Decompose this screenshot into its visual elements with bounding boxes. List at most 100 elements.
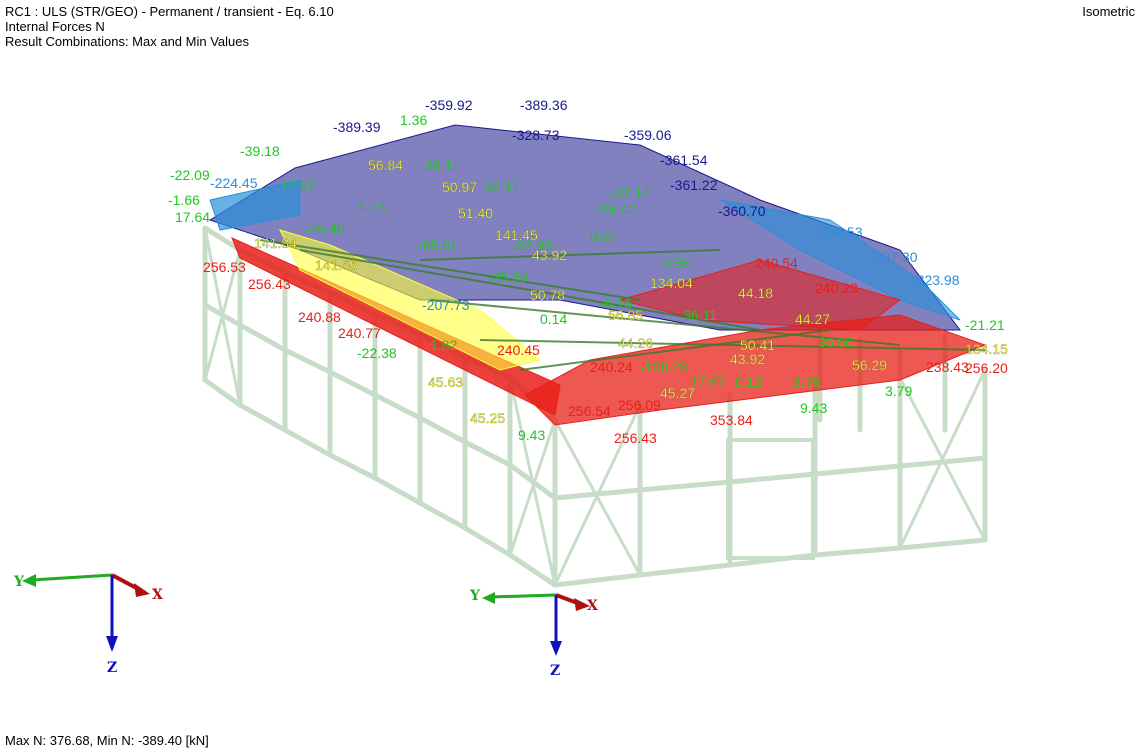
force-value-label: 43.92 bbox=[730, 351, 765, 367]
rafter-compression-diagram bbox=[719, 199, 961, 321]
force-value-label: 44.27 bbox=[795, 311, 830, 327]
force-value-label: -6.16 bbox=[600, 295, 632, 311]
force-value-label: 141.55 bbox=[315, 257, 358, 273]
force-value-label: 238.43 bbox=[926, 359, 969, 375]
force-value-label: -207.73 bbox=[422, 297, 470, 313]
force-value-label: -389.36 bbox=[520, 97, 568, 113]
force-value-label: 134.04 bbox=[650, 275, 693, 291]
force-value-label: -108.78 bbox=[640, 359, 688, 375]
force-value-label: 17.67 bbox=[690, 373, 725, 389]
local-y-axis-label: Y bbox=[469, 588, 481, 604]
force-value-label: -361.22 bbox=[670, 177, 718, 193]
force-value-label: 17.64 bbox=[175, 209, 210, 225]
rafter-compression-diagram bbox=[209, 179, 301, 231]
global-z-axis-label: Z bbox=[107, 660, 117, 676]
force-value-label: 256.09 bbox=[618, 397, 661, 413]
force-value-label: -26.40 bbox=[305, 221, 345, 237]
local-z-axis-label: Z bbox=[550, 663, 560, 679]
force-value-label: -359.92 bbox=[425, 97, 473, 113]
front-girt bbox=[202, 302, 558, 501]
force-value-label: 3.79 bbox=[885, 383, 912, 399]
force-value-label: -22.09 bbox=[170, 167, 210, 183]
frame-bracing bbox=[508, 376, 557, 587]
force-value-label: 45.27 bbox=[660, 385, 695, 401]
force-value-label: 1.36 bbox=[400, 112, 427, 128]
truss-member bbox=[479, 339, 986, 351]
force-value-label: 3.79 bbox=[793, 374, 820, 390]
view-mode-label: Isometric bbox=[1082, 4, 1135, 19]
force-value-label: 36.66 bbox=[818, 334, 853, 350]
force-value-label: 0.14 bbox=[540, 311, 567, 327]
force-value-label: 240.45 bbox=[497, 342, 540, 358]
global-axis-triad: Y X Z bbox=[13, 573, 163, 676]
force-value-label: -21.21 bbox=[965, 317, 1005, 333]
force-value-label: 51.40 bbox=[458, 205, 493, 221]
frame-bracing bbox=[898, 368, 987, 550]
force-value-label: 256.43 bbox=[614, 430, 657, 446]
global-y-axis-label: Y bbox=[13, 574, 25, 590]
force-value-label: 240.24 bbox=[590, 359, 633, 375]
truss-member bbox=[299, 249, 761, 331]
global-x-axis-label: X bbox=[152, 587, 163, 603]
force-value-label: 44.26 bbox=[618, 335, 653, 351]
force-value-label: 376.68 bbox=[0, 0, 43, 3]
force-value-label: 0.56 bbox=[662, 255, 689, 271]
force-value-label: -1.66 bbox=[168, 192, 200, 208]
force-value-label: -207.30 bbox=[870, 249, 918, 265]
gable-base-beam bbox=[552, 537, 988, 588]
force-value-label: 44.18 bbox=[738, 285, 773, 301]
force-value-label: 240.77 bbox=[338, 325, 381, 341]
load-combination-title: RC1 : ULS (STR/GEO) - Permanent / transi… bbox=[5, 4, 334, 19]
mid-force-diagram bbox=[279, 229, 542, 371]
frame-bracing bbox=[203, 248, 242, 382]
force-value-label: 56.84 bbox=[368, 157, 403, 173]
force-value-label: 0.12 bbox=[735, 374, 762, 390]
force-value-label: 56.29 bbox=[852, 357, 887, 373]
force-value-label: 36.11 bbox=[683, 307, 717, 323]
force-value-label: 32.11 bbox=[485, 179, 519, 195]
force-value-label: 17.97 bbox=[280, 177, 315, 193]
force-value-label: -39.18 bbox=[240, 143, 280, 159]
force-value-label: 353.84 bbox=[710, 412, 753, 428]
force-value-label: -224.45 bbox=[210, 175, 258, 191]
force-value-label: -389.39 bbox=[333, 119, 381, 135]
force-value-label: -26.42 bbox=[596, 201, 636, 217]
force-value-label: 141.84 bbox=[254, 235, 297, 251]
force-value-label: 56.85 bbox=[608, 307, 643, 323]
force-value-label: 50.41 bbox=[740, 337, 775, 353]
force-value-label: -328.73 bbox=[512, 127, 560, 143]
force-value-label: -37.14 bbox=[610, 185, 650, 201]
force-value-label: 134.15 bbox=[965, 341, 1008, 357]
force-value-label: -361.54 bbox=[660, 152, 708, 168]
force-value-label: -359.06 bbox=[624, 127, 672, 143]
force-value-label: 9.43 bbox=[518, 427, 545, 443]
frame-bracing bbox=[553, 403, 642, 587]
force-value-label: 256.54 bbox=[568, 403, 611, 419]
door-frame bbox=[726, 438, 815, 560]
result-type-title: Internal Forces N bbox=[5, 19, 105, 34]
force-value-label: 141.45 bbox=[495, 227, 538, 243]
force-value-label: 50.78 bbox=[530, 287, 565, 303]
local-x-axis-label: X bbox=[587, 598, 598, 614]
force-value-label: 4.13 bbox=[358, 199, 385, 215]
extreme-values-summary: Max N: 376.68, Min N: -389.40 [kN] bbox=[5, 733, 209, 748]
force-value-label: -360.70 bbox=[718, 203, 766, 219]
front-base-beam bbox=[202, 377, 558, 588]
truss-member bbox=[419, 249, 721, 261]
frame-bracing bbox=[508, 418, 557, 557]
force-value-label: 36.11 bbox=[425, 157, 459, 173]
force-value-labels: -389.36 -359.92 -389.39 1.36 -328.73 -359.06 -… bbox=[0, 0, 1008, 446]
gable-girt bbox=[552, 455, 988, 501]
force-value-label: -208.53 bbox=[815, 224, 863, 240]
force-value-label: 45.63 bbox=[428, 374, 463, 390]
force-value-label: 240.23 bbox=[815, 280, 858, 296]
force-value-label: 256.20 bbox=[965, 360, 1008, 376]
result-combination-title: Result Combinations: Max and Min Values bbox=[5, 34, 249, 49]
force-diagrams bbox=[208, 124, 987, 426]
force-value-label: 240.54 bbox=[755, 255, 798, 271]
force-value-label: 256.43 bbox=[248, 276, 291, 292]
force-value-label: 45.25 bbox=[470, 410, 505, 426]
force-value-label: 0.62 bbox=[590, 229, 617, 245]
truss-member bbox=[429, 299, 901, 346]
